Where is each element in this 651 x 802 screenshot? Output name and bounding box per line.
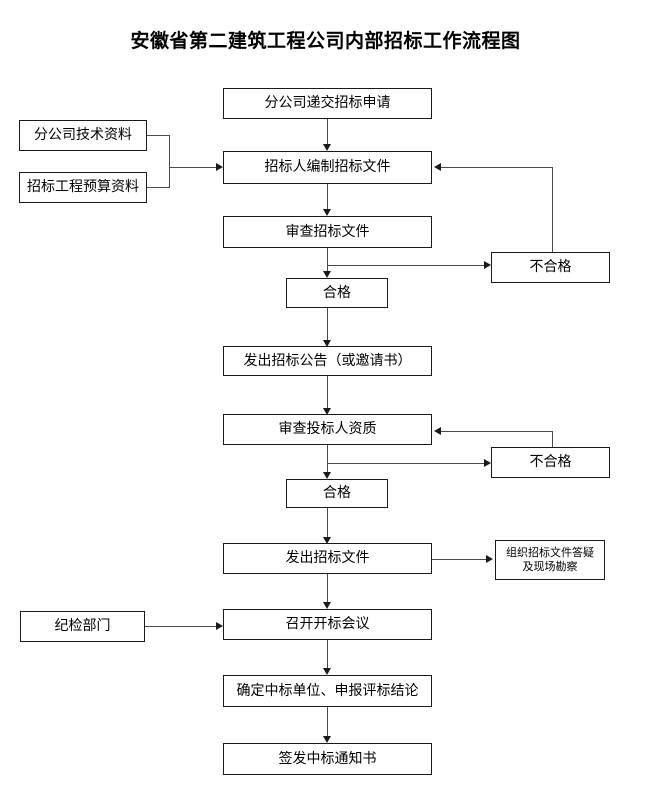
node-label: 招标人编制招标文件 — [264, 159, 391, 176]
node-label: 分公司递交招标申请 — [264, 95, 391, 112]
arrowhead-discipline-to-bidopening — [216, 622, 223, 630]
node-qa-and-site-survey[interactable]: 组织招标文件答疑 及现场勘察 — [495, 540, 605, 580]
connector-reviewbidder-to-pass2 — [327, 445, 328, 472]
connector-review-to-pass1 — [327, 248, 328, 271]
node-label: 发出招标文件 — [285, 550, 370, 567]
node-tender-budget-data[interactable]: 招标工程预算资料 — [19, 172, 147, 203]
node-label: 召开开标会议 — [285, 616, 370, 633]
node-discipline-inspection-department[interactable]: 纪检部门 — [20, 611, 145, 642]
node-label-line2: 及现场勘察 — [522, 560, 578, 573]
node-label: 不合格 — [529, 454, 572, 471]
connector-budget-data-stub — [146, 187, 170, 188]
arrowhead-review-to-fail1 — [484, 261, 491, 269]
connector-discipline-to-bidopening — [145, 626, 218, 627]
arrowhead-issuedocs-to-bidopening — [323, 602, 331, 609]
connector-fail1-feedback-left — [441, 167, 553, 168]
node-label: 合格 — [323, 485, 351, 502]
node-qualified-bidder[interactable]: 合格 — [286, 479, 388, 508]
connector-left-sources-join — [169, 135, 170, 188]
node-review-tender-documents[interactable]: 审查招标文件 — [223, 216, 432, 248]
node-branch-technical-data[interactable]: 分公司技术资料 — [19, 120, 147, 151]
node-label-line1: 组织招标文件答疑 — [506, 545, 594, 559]
arrowhead-pass1-to-announce — [323, 340, 331, 347]
node-unqualified-bidder[interactable]: 不合格 — [491, 447, 610, 478]
connector-fail2-feedback-left — [441, 431, 553, 432]
connector-issuedocs-to-bidopening — [327, 573, 328, 602]
connector-announce-to-reviewbidder — [327, 376, 328, 408]
arrowhead-pass2-to-issuedocs — [323, 537, 331, 544]
node-issue-award-notice[interactable]: 签发中标通知书 — [223, 743, 432, 775]
node-label: 签发中标通知书 — [278, 750, 377, 767]
node-label: 招标工程预算资料 — [27, 179, 139, 196]
connector-issuedocs-to-qasurvey — [432, 559, 488, 560]
arrowhead-prepare-to-review — [323, 209, 331, 216]
node-label: 合格 — [323, 284, 351, 301]
arrowhead-apply-to-prepare — [323, 144, 331, 151]
node-label: 发出招标公告（或邀请书） — [243, 352, 412, 369]
connector-tech-data-stub — [146, 135, 170, 136]
arrowhead-review-to-pass1 — [323, 271, 331, 278]
arrowhead-announce-to-reviewbidder — [323, 408, 331, 415]
node-qualified-documents[interactable]: 合格 — [286, 278, 388, 308]
node-issue-tender-announcement[interactable]: 发出招标公告（或邀请书） — [223, 346, 432, 376]
arrowhead-fail1-feedback — [434, 163, 441, 171]
node-label: 分公司技术资料 — [34, 127, 132, 144]
connector-reviewbidder-to-fail2 — [327, 463, 487, 464]
node-label: 不合格 — [529, 259, 572, 276]
connector-pass2-to-issuedocs — [327, 508, 328, 537]
arrowhead-bidopening-to-determine — [323, 668, 331, 675]
node-submit-application[interactable]: 分公司递交招标申请 — [223, 88, 432, 119]
node-label-group: 组织招标文件答疑 及现场勘察 — [496, 546, 604, 575]
node-issue-tender-documents[interactable]: 发出招标文件 — [223, 543, 432, 574]
arrowhead-reviewbidder-to-fail2 — [484, 459, 491, 467]
connector-apply-to-prepare — [327, 118, 328, 144]
node-review-bidder-qualification[interactable]: 审查投标人资质 — [223, 414, 432, 445]
node-prepare-tender-documents[interactable]: 招标人编制招标文件 — [223, 151, 432, 184]
connector-prepare-to-review — [327, 184, 328, 209]
arrowhead-determine-to-issuenotice — [323, 736, 331, 743]
page-title: 安徽省第二建筑工程公司内部招标工作流程图 — [130, 30, 521, 52]
arrowhead-fail2-feedback — [434, 427, 441, 435]
node-label: 审查招标文件 — [285, 223, 370, 240]
connector-fail1-feedback-up — [552, 167, 553, 252]
connector-determine-to-issuenotice — [327, 707, 328, 736]
connector-left-sources-to-prepare — [169, 167, 219, 168]
connector-fail2-feedback-up — [552, 431, 553, 448]
arrowhead-reviewbidder-to-pass2 — [323, 472, 331, 479]
arrowhead-left-sources-to-prepare — [216, 163, 223, 171]
connector-bidopening-to-determine — [327, 640, 328, 668]
node-hold-bid-opening-meeting[interactable]: 召开开标会议 — [223, 609, 432, 640]
connector-pass1-to-announce — [327, 308, 328, 340]
node-unqualified-documents[interactable]: 不合格 — [491, 252, 610, 283]
node-label: 纪检部门 — [54, 618, 111, 635]
node-label: 审查投标人资质 — [278, 421, 377, 438]
node-determine-winner-and-report[interactable]: 确定中标单位、申报评标结论 — [223, 675, 432, 707]
connector-review-to-fail1 — [327, 265, 487, 266]
arrowhead-issuedocs-to-qasurvey — [486, 555, 493, 563]
node-label: 确定中标单位、申报评标结论 — [236, 682, 419, 699]
